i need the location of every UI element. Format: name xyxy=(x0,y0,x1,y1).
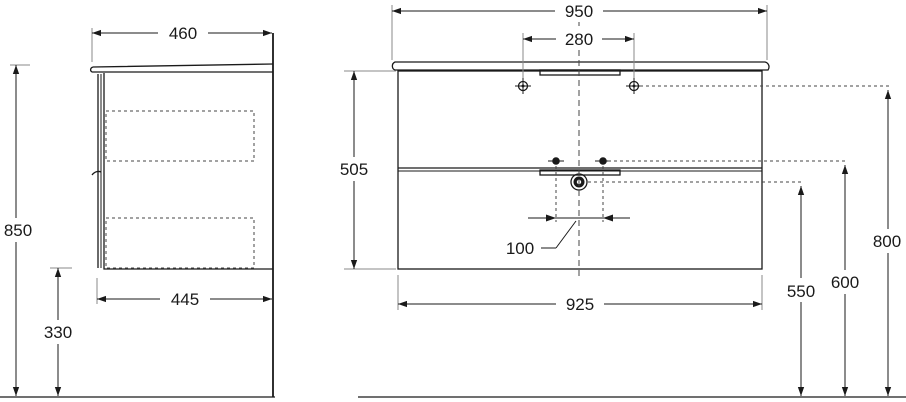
dim-label-550: 550 xyxy=(787,282,815,301)
dim-label-925: 925 xyxy=(566,295,594,314)
dim-label-950: 950 xyxy=(565,2,593,21)
side-countertop xyxy=(89,63,274,73)
dim-label-330: 330 xyxy=(44,323,72,342)
mount-hole-right xyxy=(626,78,642,94)
dim-label-100: 100 xyxy=(506,239,534,258)
mount-hole-left xyxy=(515,78,531,94)
dim-label-800: 800 xyxy=(873,232,901,251)
dim-leader-100 xyxy=(555,220,577,249)
side-view: 460 445 850 330 xyxy=(0,22,274,397)
side-cabinet xyxy=(103,73,273,270)
side-drawer-lower xyxy=(105,217,255,269)
dim-label-460: 460 xyxy=(169,24,197,43)
tap-point-left xyxy=(548,157,564,165)
dim-label-850: 850 xyxy=(4,221,32,240)
front-cabinet xyxy=(397,70,763,270)
dim-label-600: 600 xyxy=(831,273,859,292)
front-overflow-slot xyxy=(539,69,621,76)
front-handle xyxy=(539,169,621,176)
side-handle xyxy=(91,170,102,176)
dim-label-505: 505 xyxy=(340,160,368,179)
dim-label-280: 280 xyxy=(565,30,593,49)
front-view: 950 280 505 100 925 550 xyxy=(332,0,906,396)
dim-label-445: 445 xyxy=(171,290,199,309)
side-drawer-upper xyxy=(105,110,255,162)
front-countertop xyxy=(391,61,770,71)
